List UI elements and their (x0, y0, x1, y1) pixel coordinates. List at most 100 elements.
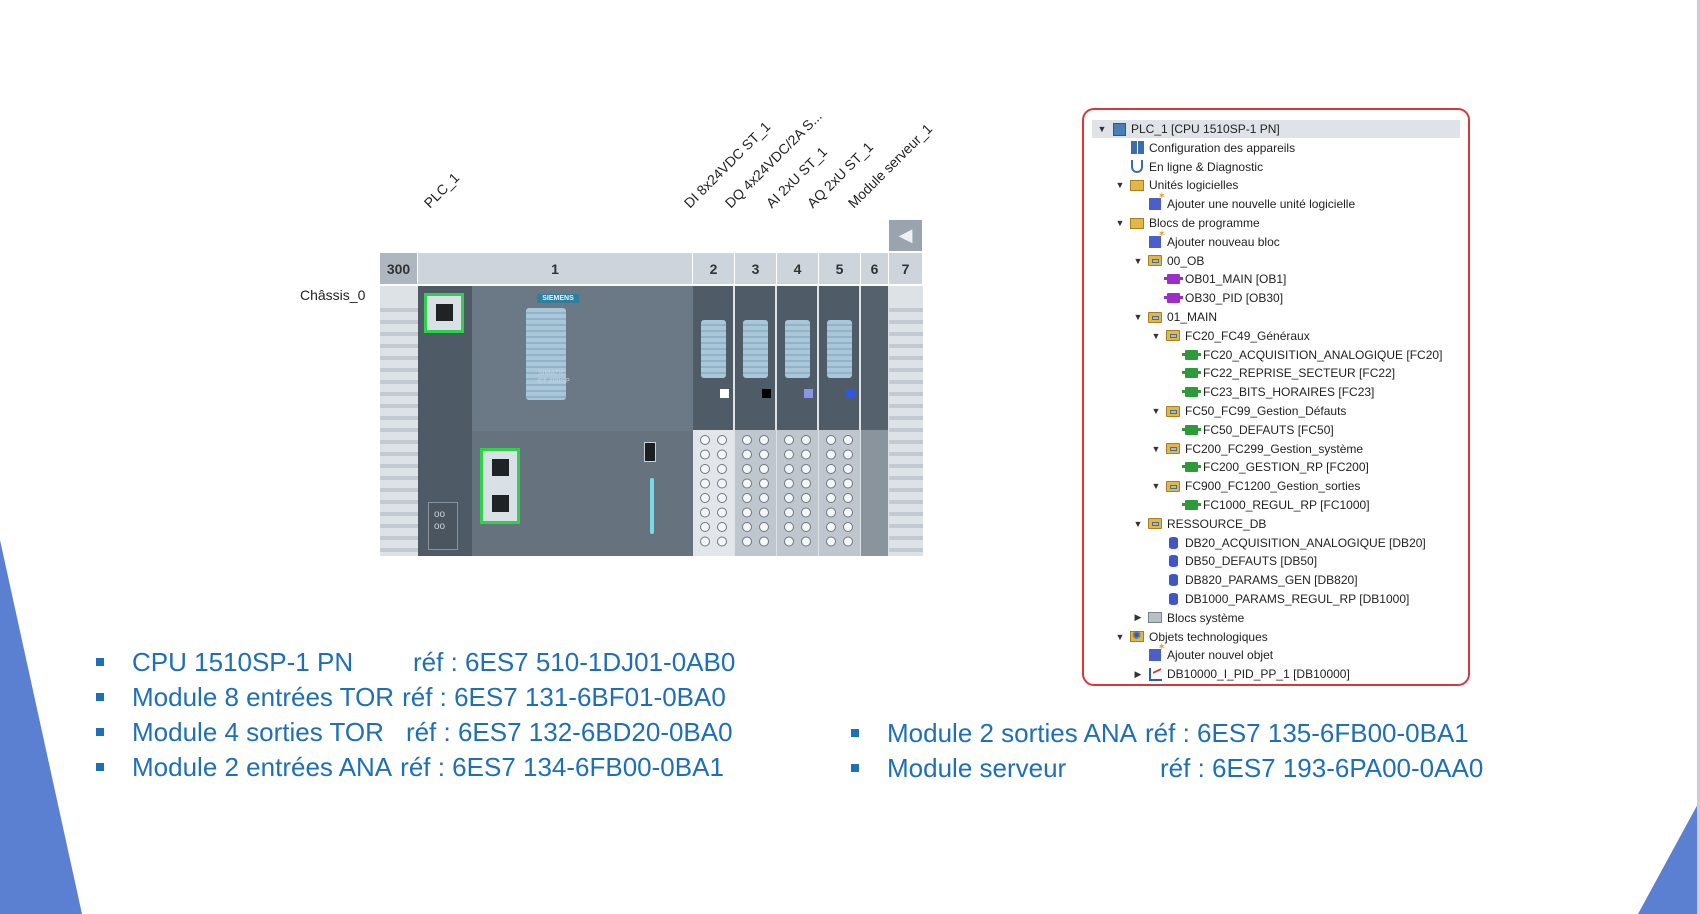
expand-toggle-icon[interactable]: ▼ (1115, 631, 1125, 642)
tree-item[interactable]: OB30_PID [OB30] (1150, 289, 1283, 307)
expand-toggle-icon[interactable]: ▼ (1133, 312, 1143, 322)
tree-item-label: DB50_DEFAUTS [DB50] (1185, 554, 1318, 569)
tree-item[interactable]: OB01_MAIN [OB1] (1150, 270, 1286, 288)
expand-toggle-icon[interactable]: ▼ (1115, 180, 1125, 191)
reference-item: Module 2 sorties ANA réf : 6ES7 135-6FB0… (851, 716, 1469, 750)
tree-item[interactable]: En ligne & Diagnostic (1114, 158, 1263, 176)
terminal-hole (759, 449, 769, 460)
slot-header-7[interactable]: 7 (889, 253, 923, 284)
terminal-hole (700, 478, 710, 489)
terminal-hole (826, 478, 836, 489)
module-name: Module 2 entrées ANA (132, 751, 393, 782)
expand-toggle-icon[interactable]: ▼ (1151, 330, 1161, 341)
tree-item-label: RESSOURCE_DB (1167, 516, 1267, 531)
ethernet-port-x2-group[interactable] (480, 448, 520, 524)
tree-item-label: FC20_ACQUISITION_ANALOGIQUE [FC20] (1203, 347, 1443, 362)
terminal-block (777, 430, 818, 556)
folder-icon (1148, 254, 1162, 268)
slot-header-4[interactable]: 4 (777, 253, 819, 284)
tree-item[interactable]: ▼00_OB (1132, 252, 1205, 270)
tree-item[interactable]: ▼FC200_FC299_Gestion_système (1150, 440, 1364, 458)
tree-item[interactable]: DB820_PARAMS_GEN [DB820] (1150, 571, 1358, 589)
terminal-block (693, 430, 734, 556)
terminal-hole (700, 536, 710, 547)
tree-item-label: 01_MAIN (1167, 310, 1218, 324)
expand-toggle-icon[interactable]: ▼ (1133, 518, 1143, 529)
terminal-hole (784, 536, 794, 547)
io-module-ai[interactable] (777, 286, 818, 556)
slot-header-5[interactable]: 5 (819, 253, 861, 284)
slot-header-2[interactable]: 2 (693, 253, 735, 284)
terminal-block (861, 430, 888, 556)
ethernet-port-x1[interactable] (424, 293, 464, 333)
tree-item[interactable]: DB1000_PARAMS_REGUL_RP [DB1000] (1150, 590, 1409, 608)
bullet-icon (96, 763, 104, 771)
slot-header-1[interactable]: 1 (418, 253, 693, 284)
cpu-model-text: SIMATIC ET 200SP (538, 370, 570, 385)
terminal-hole (784, 493, 794, 503)
tree-item[interactable]: FC20_ACQUISITION_ANALOGIQUE [FC20] (1168, 346, 1442, 364)
fc-block-icon (1181, 366, 1201, 380)
collapse-toggle-icon[interactable]: ▶ (1134, 612, 1142, 623)
tree-item[interactable]: FC50_DEFAUTS [FC50] (1168, 421, 1334, 439)
rj45-icon (436, 304, 453, 321)
tree-item[interactable]: Configuration des appareils (1114, 139, 1295, 157)
io-module-dq[interactable] (735, 286, 776, 556)
expand-toggle-icon[interactable]: ▼ (1097, 124, 1107, 134)
slot-header-3[interactable]: 3 (735, 253, 777, 284)
terminal-hole (742, 464, 752, 474)
tree-item[interactable]: FC22_REPRISE_SECTEUR [FC22] (1168, 364, 1395, 382)
terminal-hole (801, 522, 811, 532)
slot-header-6[interactable]: 6 (861, 253, 889, 284)
bullet-icon (851, 729, 859, 737)
io-module-di[interactable] (693, 286, 734, 556)
tree-item[interactable]: ▼Objets technologiques (1114, 628, 1268, 646)
terminal-hole (742, 507, 752, 518)
expand-toggle-icon[interactable]: ▼ (1133, 255, 1143, 266)
terminal-hole (801, 507, 811, 518)
tree-item[interactable]: ▼FC20_FC49_Généraux (1150, 327, 1310, 345)
tree-item[interactable]: DB50_DEFAUTS [DB50] (1150, 552, 1317, 570)
io-module-aq[interactable] (819, 286, 860, 556)
tree-item[interactable]: ▼Blocs de programme (1114, 214, 1260, 232)
tree-item[interactable]: Ajouter nouveau bloc (1132, 229, 1280, 251)
tree-item[interactable]: ▼Unités logicielles (1114, 176, 1239, 194)
module-label-plc[interactable]: PLC_1 (420, 169, 463, 211)
terminal-hole (843, 449, 853, 460)
tree-item[interactable]: ▼ RESSOURCE_DB (1132, 515, 1267, 533)
tree-item[interactable]: ▼PLC_1 [CPU 1510SP-1 PN] (1092, 120, 1460, 138)
io-module-panel (785, 320, 810, 378)
collapse-toggle-icon[interactable]: ▶ (1134, 668, 1142, 679)
terminal-hole (826, 507, 836, 518)
tree-item[interactable]: ▶Blocs système (1132, 609, 1245, 627)
tree-item[interactable]: ▼ 01_MAIN (1132, 308, 1218, 326)
tree-item[interactable]: DB20_ACQUISITION_ANALOGIQUE [DB20] (1150, 534, 1426, 552)
technology-objects-icon (1130, 629, 1144, 644)
chassis-label: Châssis_0 (300, 287, 366, 303)
tree-item[interactable]: FC200_GESTION_RP [FC200] (1168, 458, 1369, 476)
expand-toggle-icon[interactable]: ▼ (1151, 481, 1161, 492)
terminal-hole (700, 507, 710, 518)
tree-item[interactable]: FC1000_REGUL_RP [FC1000] (1168, 496, 1370, 514)
tree-item[interactable]: FC23_BITS_HORAIRES [FC23] (1168, 383, 1374, 401)
tree-item[interactable]: ▼FC50_FC99_Gestion_Défauts (1150, 402, 1347, 420)
cpu-status-light (650, 478, 654, 534)
tree-item[interactable]: ▶DB10000_I_PID_PP_1 [DB10000] (1132, 665, 1350, 683)
reference-item: Module serveur réf : 6ES7 193-6PA00-0AA0 (851, 751, 1483, 785)
folder-icon (1166, 404, 1180, 418)
tree-item[interactable]: ▼FC900_FC1200_Gestion_sorties (1150, 477, 1361, 495)
fc-block-icon (1181, 423, 1201, 437)
tree-item[interactable]: Ajouter nouvel objet (1132, 642, 1273, 664)
rack-scroll-left-button[interactable]: ◀ (889, 220, 922, 251)
tree-item[interactable]: Ajouter une nouvelle unité logicielle (1132, 191, 1355, 213)
tree-item-label: OB01_MAIN [OB1] (1185, 272, 1287, 287)
server-module[interactable] (861, 286, 888, 556)
expand-toggle-icon[interactable]: ▼ (1151, 443, 1161, 454)
expand-toggle-icon[interactable]: ▼ (1115, 218, 1125, 228)
expand-toggle-icon[interactable]: ▼ (1151, 406, 1161, 416)
tree-item-label: OB30_PID [OB30] (1185, 291, 1284, 306)
terminal-connectors (700, 435, 853, 547)
online-diagnostic-icon (1130, 160, 1144, 174)
terminal-hole (843, 522, 853, 532)
slot-header-300[interactable]: 300 (380, 253, 418, 284)
